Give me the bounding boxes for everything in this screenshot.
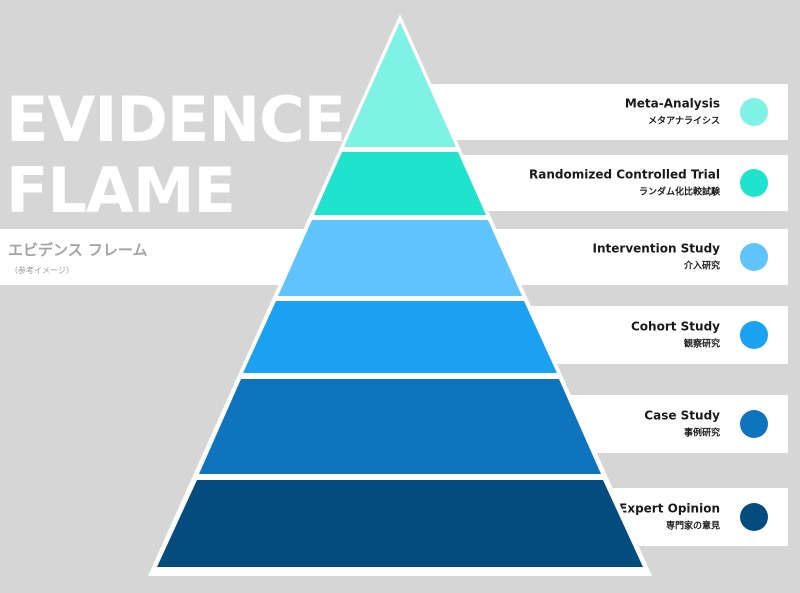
level-label-jp-4: 事例研究 — [683, 428, 720, 439]
level-label-2: Intervention Study — [592, 241, 720, 256]
level-color-dot-3 — [740, 321, 768, 349]
level-label-group-4: Case Study 事例研究 — [644, 408, 720, 441]
level-label-jp-5: 専門家の意見 — [665, 521, 720, 532]
level-band-0: Meta-Analysis メタアナライシス — [410, 84, 788, 140]
level-color-dot-1 — [740, 169, 768, 197]
level-label-group-2: Intervention Study 介入研究 — [593, 241, 720, 274]
level-label-group-3: Cohort Study 観察研究 — [631, 319, 720, 352]
title-line-2: FLAME — [6, 154, 236, 227]
level-label-3: Cohort Study — [630, 319, 720, 334]
level-color-dot-4 — [740, 410, 768, 438]
level-label-5: Expert Opinion — [619, 501, 720, 516]
level-label-jp-0: メタアナライシス — [648, 116, 720, 127]
level-label-jp-2: 介入研究 — [683, 261, 720, 272]
subtitle: エビデンス フレーム — [8, 241, 148, 259]
level-label-4: Case Study — [644, 408, 720, 423]
pyramid-tier-2 — [278, 220, 522, 296]
pyramid-tier-1 — [314, 152, 486, 215]
level-label-1: Randomized Controlled Trial — [529, 167, 720, 182]
level-label-group-0: Meta-Analysis メタアナライシス — [625, 96, 720, 129]
pyramid-tier-0 — [344, 22, 456, 147]
level-label-group-5: Expert Opinion 専門家の意見 — [619, 501, 720, 534]
level-color-dot-0 — [740, 98, 768, 126]
pyramid-tier-3 — [243, 301, 557, 373]
level-label-group-1: Randomized Controlled Trial ランダム化比較試験 — [529, 167, 720, 200]
title-line-1: EVIDENCE — [6, 83, 346, 156]
pyramid-tier-4 — [199, 379, 601, 474]
level-color-dot-2 — [740, 243, 768, 271]
pyramid-tier-5 — [157, 480, 643, 567]
subtitle-note: （参考イメージ） — [10, 266, 74, 275]
level-label-jp-1: ランダム化比較試験 — [638, 187, 720, 198]
level-label-0: Meta-Analysis — [624, 96, 720, 111]
level-label-jp-3: 観察研究 — [683, 339, 720, 350]
page-title: EVIDENCE FLAME — [6, 83, 346, 227]
level-color-dot-5 — [740, 503, 768, 531]
